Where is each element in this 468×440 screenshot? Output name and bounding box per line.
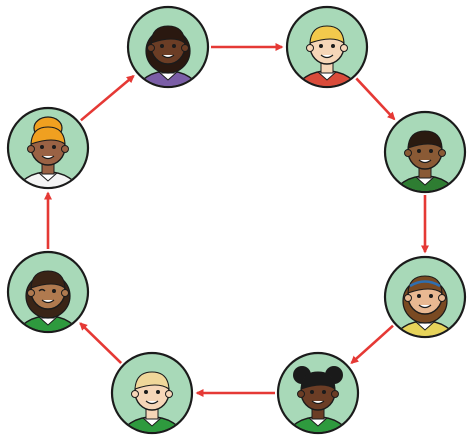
child-avatar-orange-headwrap-icon	[6, 106, 90, 190]
girl-avatar-curly-pigtails-icon	[126, 5, 210, 89]
girl-avatar-winking-icon	[6, 250, 90, 334]
boy-avatar-blond-icon	[285, 5, 369, 89]
girl-avatar-afro-puffs-icon	[276, 351, 360, 435]
boy-avatar-light-hair-icon	[110, 351, 194, 435]
girl-avatar-headband-icon	[383, 255, 467, 339]
nodes-layer	[6, 5, 467, 435]
boy-avatar-curly-dark-hair-icon	[383, 110, 467, 194]
arrow-child-6-to-child-7	[79, 322, 123, 364]
arrow-child-2-to-child-3	[355, 77, 396, 121]
arrow-child-8-to-child-1	[80, 74, 135, 122]
edges-layer	[44, 43, 429, 397]
arrow-child-4-to-child-5	[350, 324, 394, 364]
